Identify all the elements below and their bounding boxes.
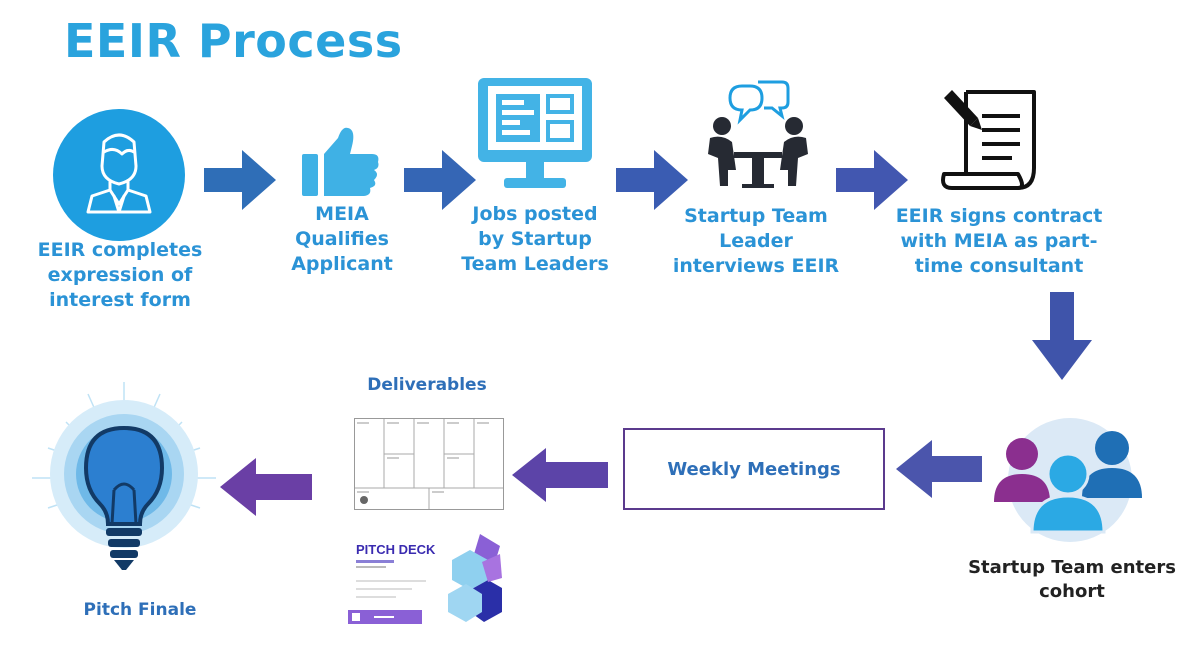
arrow-right-icon <box>836 150 908 210</box>
page-title: EEIR Process <box>64 14 403 68</box>
weekly-meetings-label: Weekly Meetings <box>667 458 841 480</box>
team-icon <box>988 414 1154 544</box>
pitch-finale-label: Pitch Finale <box>83 600 197 620</box>
monitor-icon <box>476 76 594 192</box>
deliverables-heading: Deliverables <box>367 375 487 395</box>
person-icon <box>52 108 186 242</box>
arrow-down-icon <box>1032 292 1092 380</box>
pitch-deck-title: PITCH DECK <box>356 542 436 557</box>
arrow-left-icon <box>512 448 608 502</box>
light-bulb-icon <box>26 378 222 594</box>
thumbs-up-icon <box>300 124 382 198</box>
arrow-right-icon <box>204 150 276 210</box>
pitch-deck-image: PITCH DECK <box>348 532 502 624</box>
arrow-left-icon <box>896 440 982 498</box>
business-model-canvas-image <box>354 418 504 510</box>
interview-icon <box>700 80 816 192</box>
arrow-left-icon <box>220 458 312 516</box>
arrow-right-icon <box>404 150 476 210</box>
contract-icon <box>938 84 1046 194</box>
arrow-right-icon <box>616 150 688 210</box>
weekly-meetings-box: Weekly Meetings <box>623 428 885 510</box>
